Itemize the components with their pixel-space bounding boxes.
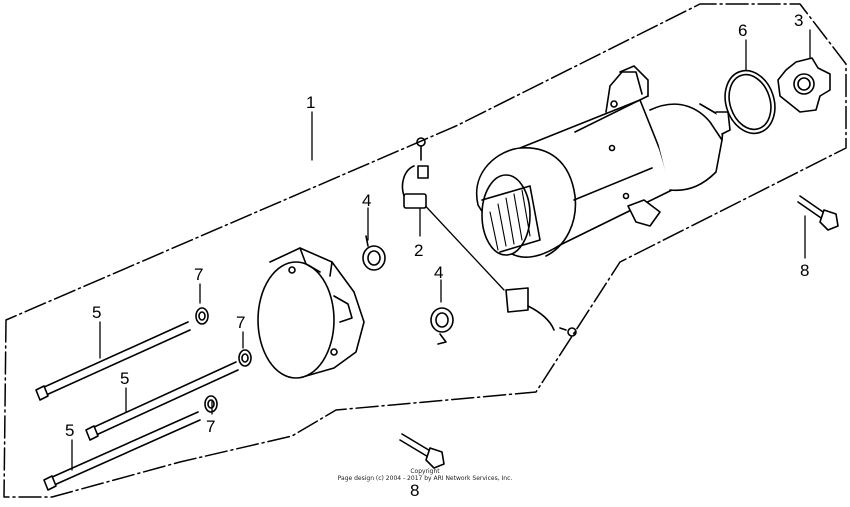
through-bolts-part-5 [35,321,239,491]
callout-1: 1 [306,93,315,112]
mounting-bolts-part-8 [399,195,839,469]
o-ring-part-6 [724,69,776,135]
washers-part-7 [195,307,252,413]
callout-8-bottom: 8 [410,481,419,500]
copyright-line-1: Copyright [410,468,440,475]
brush-springs-part-4 [362,235,454,345]
drive-gear-part-3 [777,57,831,113]
brush-part-2 [401,137,577,337]
callout-4-upper: 4 [362,191,371,210]
callout-7-middle: 7 [236,313,245,332]
copyright-line-2: Page design (c) 2004 - 2017 by ARI Netwo… [337,475,513,482]
callout-5-bottom: 5 [65,421,74,440]
end-cover [257,247,365,379]
starter-motor [475,65,731,258]
callout-5-middle: 5 [120,369,129,388]
callout-5-top: 5 [92,303,101,322]
copyright-notice: Copyright Page design (c) 2004 - 2017 by… [330,468,520,482]
leader-lines [71,29,811,471]
callout-7-bottom: 7 [206,417,215,436]
callout-labels: 1 2 3 4 4 5 5 5 6 7 7 7 8 8 [65,11,809,500]
callout-4-lower: 4 [434,263,443,282]
callout-7-top: 7 [194,265,203,284]
callout-3: 3 [794,11,803,30]
callout-6: 6 [738,21,747,40]
callout-8-right: 8 [800,261,809,280]
assembly-boundary [3,3,847,498]
callout-2: 2 [414,241,423,260]
